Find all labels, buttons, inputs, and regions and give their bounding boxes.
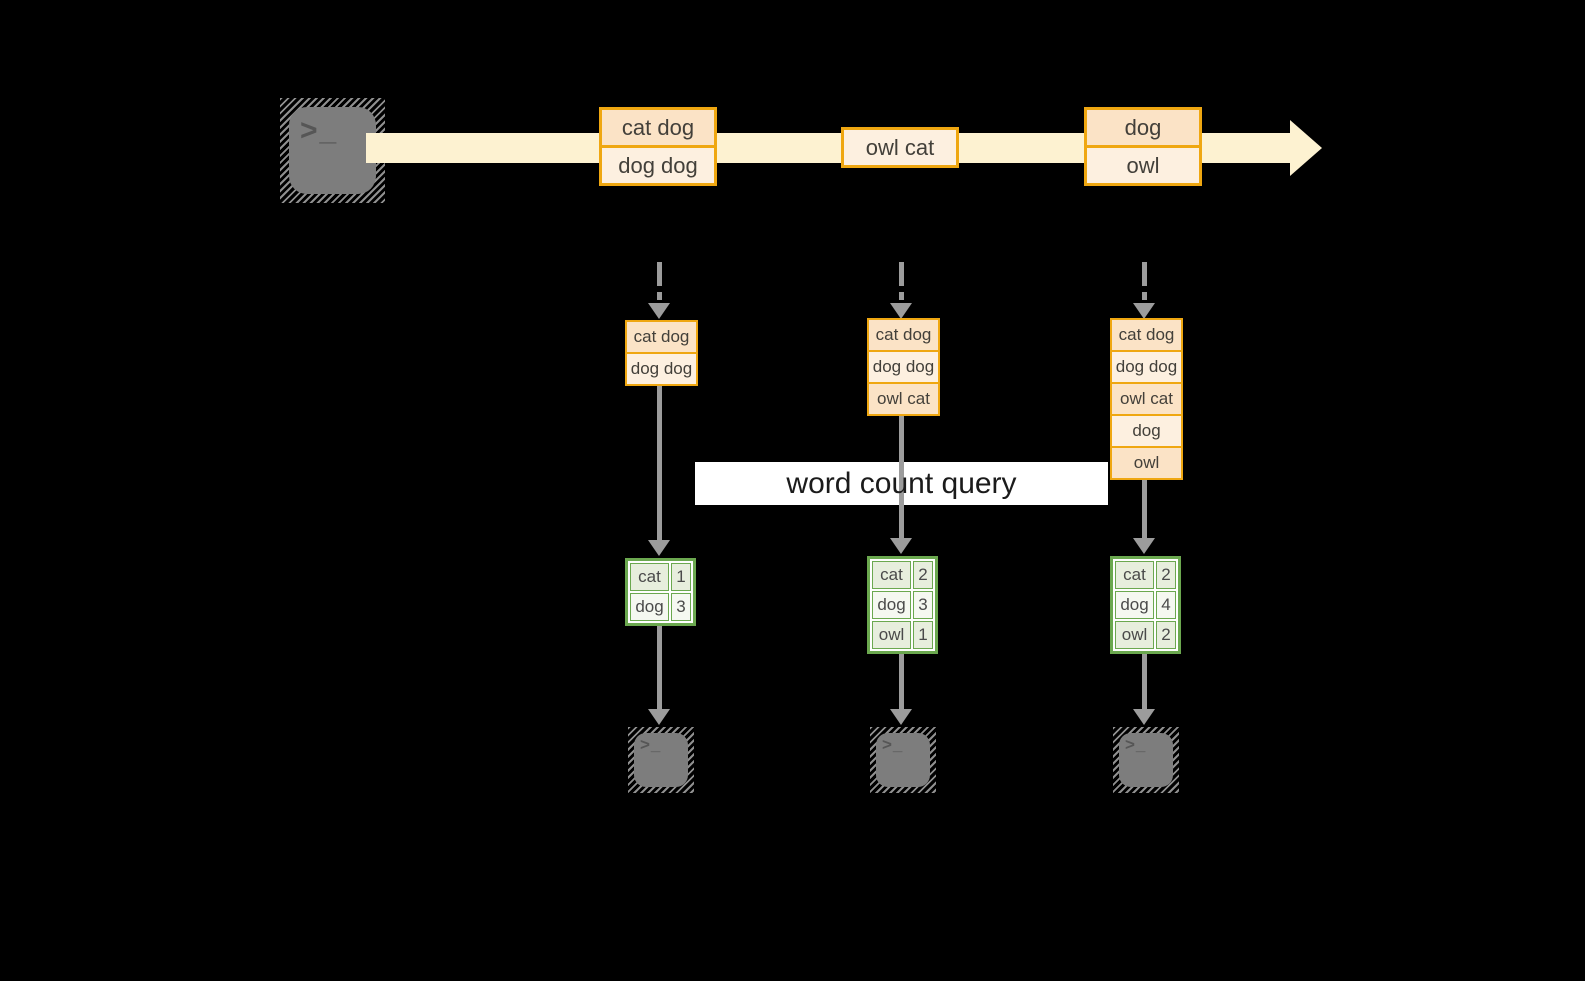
batch-word-cell: dog xyxy=(1112,414,1181,446)
word-cell: owl xyxy=(872,621,911,649)
count-cell: 2 xyxy=(913,561,933,589)
count-cell: 1 xyxy=(671,563,691,591)
terminal-body xyxy=(1119,733,1173,787)
stream-word-cell: owl xyxy=(1087,145,1199,183)
stream-word-cell: cat dog xyxy=(602,110,714,145)
word-cell: cat xyxy=(872,561,911,589)
stream-event-batch-2: owl cat xyxy=(841,127,959,168)
word-cell: dog xyxy=(1115,591,1154,619)
word-cell: dog xyxy=(630,593,669,621)
terminal-body xyxy=(634,733,688,787)
count-cell: 3 xyxy=(671,593,691,621)
batch-word-cell: cat dog xyxy=(627,322,696,352)
batch-word-cell: owl cat xyxy=(1112,382,1181,414)
batch-word-cell: owl cat xyxy=(869,382,938,414)
word-cell: dog xyxy=(872,591,911,619)
sink-terminal-icon-3: >_ xyxy=(1113,727,1179,793)
word-cell: cat xyxy=(1115,561,1154,589)
count-cell: 4 xyxy=(1156,591,1176,619)
terminal-prompt-icon: >_ xyxy=(882,735,904,754)
count-cell: 2 xyxy=(1156,561,1176,589)
terminal-body xyxy=(289,107,376,194)
word-cell: cat xyxy=(630,563,669,591)
count-cell: 3 xyxy=(913,591,933,619)
batch-word-cell: dog dog xyxy=(627,352,696,384)
sink-terminal-icon-1: >_ xyxy=(628,727,694,793)
batch-word-cell: cat dog xyxy=(1112,320,1181,350)
stream-word-cell: dog xyxy=(1087,110,1199,145)
query-label: word count query xyxy=(786,467,1017,500)
stream-word-cell: owl cat xyxy=(844,130,956,165)
sink-terminal-icon-2: >_ xyxy=(870,727,936,793)
batch-word-cell: owl xyxy=(1112,446,1181,478)
batch-word-cell: dog dog xyxy=(869,350,938,382)
stream-arrowhead-icon xyxy=(1290,120,1322,176)
stream-word-cell: dog dog xyxy=(602,145,714,183)
word-cell: owl xyxy=(1115,621,1154,649)
batch-word-cell: cat dog xyxy=(869,320,938,350)
count-cell: 2 xyxy=(1156,621,1176,649)
terminal-prompt-icon: >_ xyxy=(640,735,662,754)
count-cell: 1 xyxy=(913,621,933,649)
terminal-prompt-icon: >_ xyxy=(300,114,339,147)
batch-word-cell: dog dog xyxy=(1112,350,1181,382)
terminal-prompt-icon: >_ xyxy=(1125,735,1147,754)
terminal-body xyxy=(876,733,930,787)
